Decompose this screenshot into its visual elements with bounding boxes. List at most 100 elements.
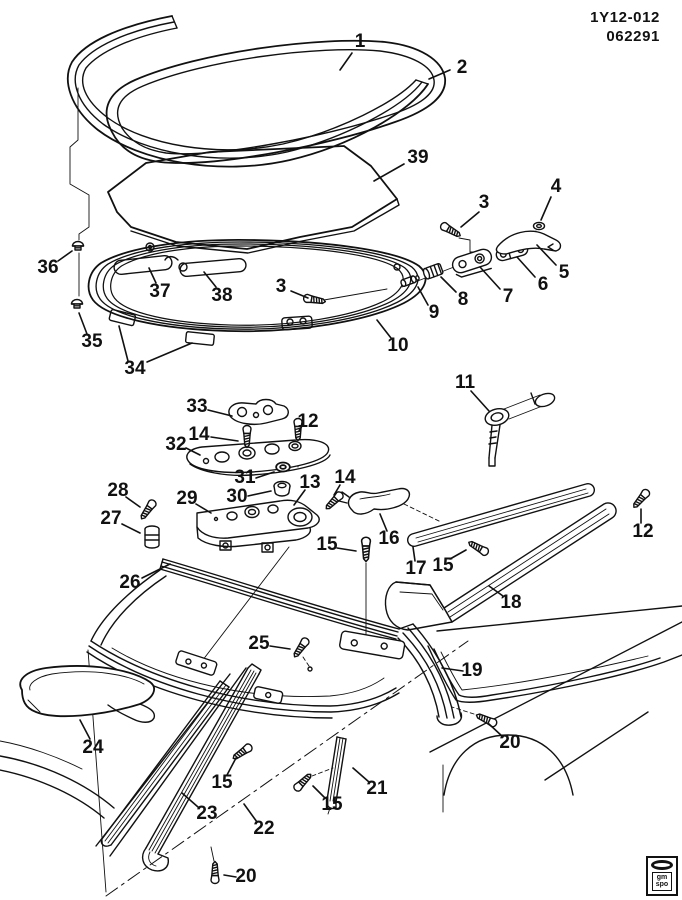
- frame-latch-striker: [281, 315, 313, 331]
- callout-13: 13: [299, 472, 321, 493]
- callout-1: 1: [354, 31, 366, 52]
- frame-screw-3: [302, 293, 327, 307]
- callout-19: 19: [461, 660, 483, 681]
- bumper-34-left: [108, 308, 137, 327]
- trim-22: [141, 663, 262, 872]
- cowl-lines: [0, 740, 115, 819]
- callout-2: 2: [456, 57, 468, 78]
- callout-33: 33: [186, 396, 208, 417]
- callout-23: 23: [196, 803, 218, 824]
- weatherstrip-frame: [87, 239, 427, 346]
- callout-14: 14: [188, 424, 210, 445]
- callout-39: 39: [407, 147, 429, 168]
- mount-bracket-center: [253, 686, 284, 704]
- callout-9: 9: [428, 302, 440, 323]
- latch-bumper-27: [144, 525, 160, 549]
- roof-seal-strip: [67, 15, 429, 168]
- callout-17: 17: [405, 558, 427, 579]
- car-body: [0, 558, 682, 897]
- rail-bracket-16: [338, 487, 411, 515]
- callout-12: 12: [632, 521, 654, 542]
- callout-8: 8: [457, 289, 469, 310]
- hinge-screw-3: [438, 220, 463, 240]
- callout-32: 32: [165, 434, 187, 455]
- rear-window: [427, 645, 682, 703]
- screw-25: [290, 635, 312, 660]
- gm-logo-text: gm spo: [652, 872, 672, 891]
- callout-37: 37: [149, 281, 171, 302]
- drawing-date-code: 062291: [606, 27, 660, 45]
- callout-12: 12: [297, 411, 319, 432]
- rail-screw-15: [466, 538, 491, 558]
- callout-18: 18: [500, 592, 522, 613]
- callout-20: 20: [235, 866, 257, 887]
- latch-plate-33: [228, 398, 289, 425]
- callout-11: 11: [454, 372, 476, 393]
- callout-28: 28: [107, 480, 129, 501]
- latch-cluster: [137, 398, 346, 670]
- callout-26: 26: [119, 572, 141, 593]
- callout-34: 34: [124, 358, 146, 379]
- latch-body-29: [196, 499, 320, 553]
- callout-31: 31: [234, 467, 256, 488]
- callout-5: 5: [558, 262, 570, 283]
- header-screw-15: [360, 536, 372, 563]
- wrench-tool: [484, 392, 556, 467]
- callout-36: 36: [37, 257, 59, 278]
- hinge-pin-9: [400, 275, 420, 288]
- callout-15: 15: [432, 555, 454, 576]
- callout-10: 10: [387, 335, 409, 356]
- gm-spo-logo: gm spo: [646, 856, 678, 896]
- callout-25: 25: [248, 633, 270, 654]
- drawing-number: 1Y12-012: [590, 9, 660, 26]
- frame-slot-38: [179, 257, 247, 278]
- callout-30: 30: [226, 486, 248, 507]
- hinge-hardware: [302, 220, 562, 307]
- callout-29: 29: [176, 488, 198, 509]
- callout-24: 24: [82, 737, 104, 758]
- rail-17: [406, 482, 596, 548]
- headliner-panel: [107, 145, 400, 254]
- sun-visor: [19, 665, 156, 723]
- bumper-34-right: [184, 331, 215, 346]
- rail-screw-12: [630, 487, 652, 511]
- drawing-codes: 1Y12-012 062291: [590, 9, 660, 47]
- front-header: [86, 640, 400, 719]
- frame-slot-37: [113, 255, 173, 275]
- rail-18: [384, 502, 617, 631]
- callout-14: 14: [334, 467, 356, 488]
- pillar-weatherstrip-19: [397, 623, 463, 726]
- latch-grommet-30: [273, 480, 291, 497]
- trim-23: [100, 680, 230, 847]
- callout-20: 20: [499, 732, 521, 753]
- hinge-plate-7: [451, 248, 493, 278]
- callout-16: 16: [378, 528, 400, 549]
- side-rails: [338, 482, 652, 645]
- hinge-washer-4: [532, 221, 546, 231]
- callout-15: 15: [211, 772, 233, 793]
- screw-20-bottom: [210, 860, 220, 885]
- latch-screw-28: [137, 497, 159, 522]
- hinge-bushing-8: [422, 262, 444, 280]
- screw-15-lock-pillar: [291, 770, 315, 794]
- screw-14-left: [242, 424, 252, 449]
- mount-bracket-right: [339, 630, 406, 660]
- leader-lines: [57, 52, 642, 878]
- callout-21: 21: [366, 778, 388, 799]
- callout-38: 38: [211, 285, 233, 306]
- body-break-line: [69, 87, 90, 297]
- callout-35: 35: [81, 331, 103, 352]
- hinge-strap-5: [495, 230, 562, 255]
- callout-3: 3: [478, 192, 490, 213]
- callout-3: 3: [275, 276, 287, 297]
- screw-20-right: [473, 710, 499, 729]
- gm-logo-oval-icon: [651, 860, 673, 870]
- lower-fasteners: [210, 635, 499, 885]
- callout-15: 15: [321, 794, 343, 815]
- rear-fender: [442, 711, 649, 813]
- retainer-clip-35: [70, 298, 84, 309]
- callout-7: 7: [502, 286, 514, 307]
- callout-4: 4: [550, 176, 562, 197]
